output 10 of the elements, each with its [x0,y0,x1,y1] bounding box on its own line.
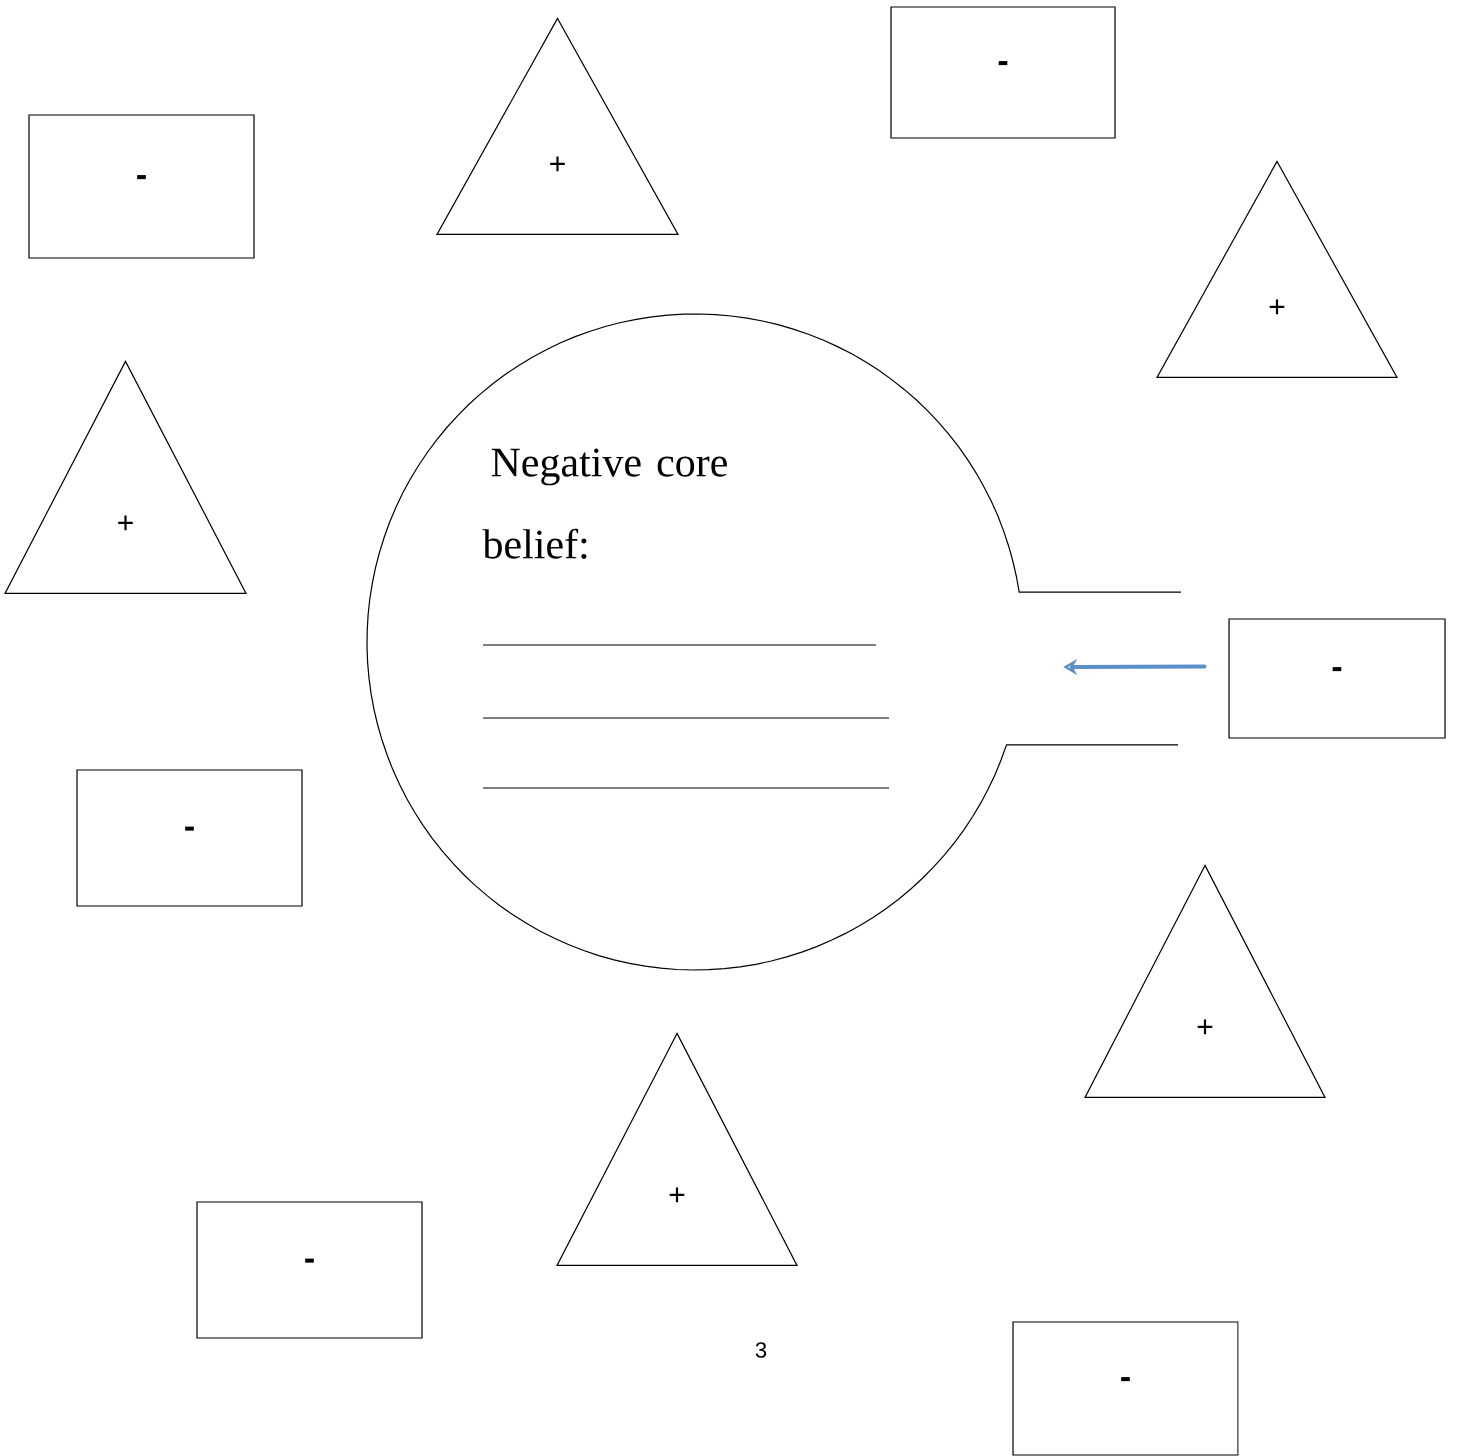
minus-box: - [1012,1321,1239,1456]
plus-triangle: + [1084,864,1326,1098]
plus-triangle: + [4,360,247,594]
minus-box: - [28,114,255,259]
minus-box: - [76,769,303,907]
page-number: 3 [755,1342,767,1358]
minus-box: - [890,6,1116,139]
minus-box: - [196,1201,423,1339]
minus-box: - [1228,618,1446,739]
plus-triangle: + [556,1032,798,1266]
